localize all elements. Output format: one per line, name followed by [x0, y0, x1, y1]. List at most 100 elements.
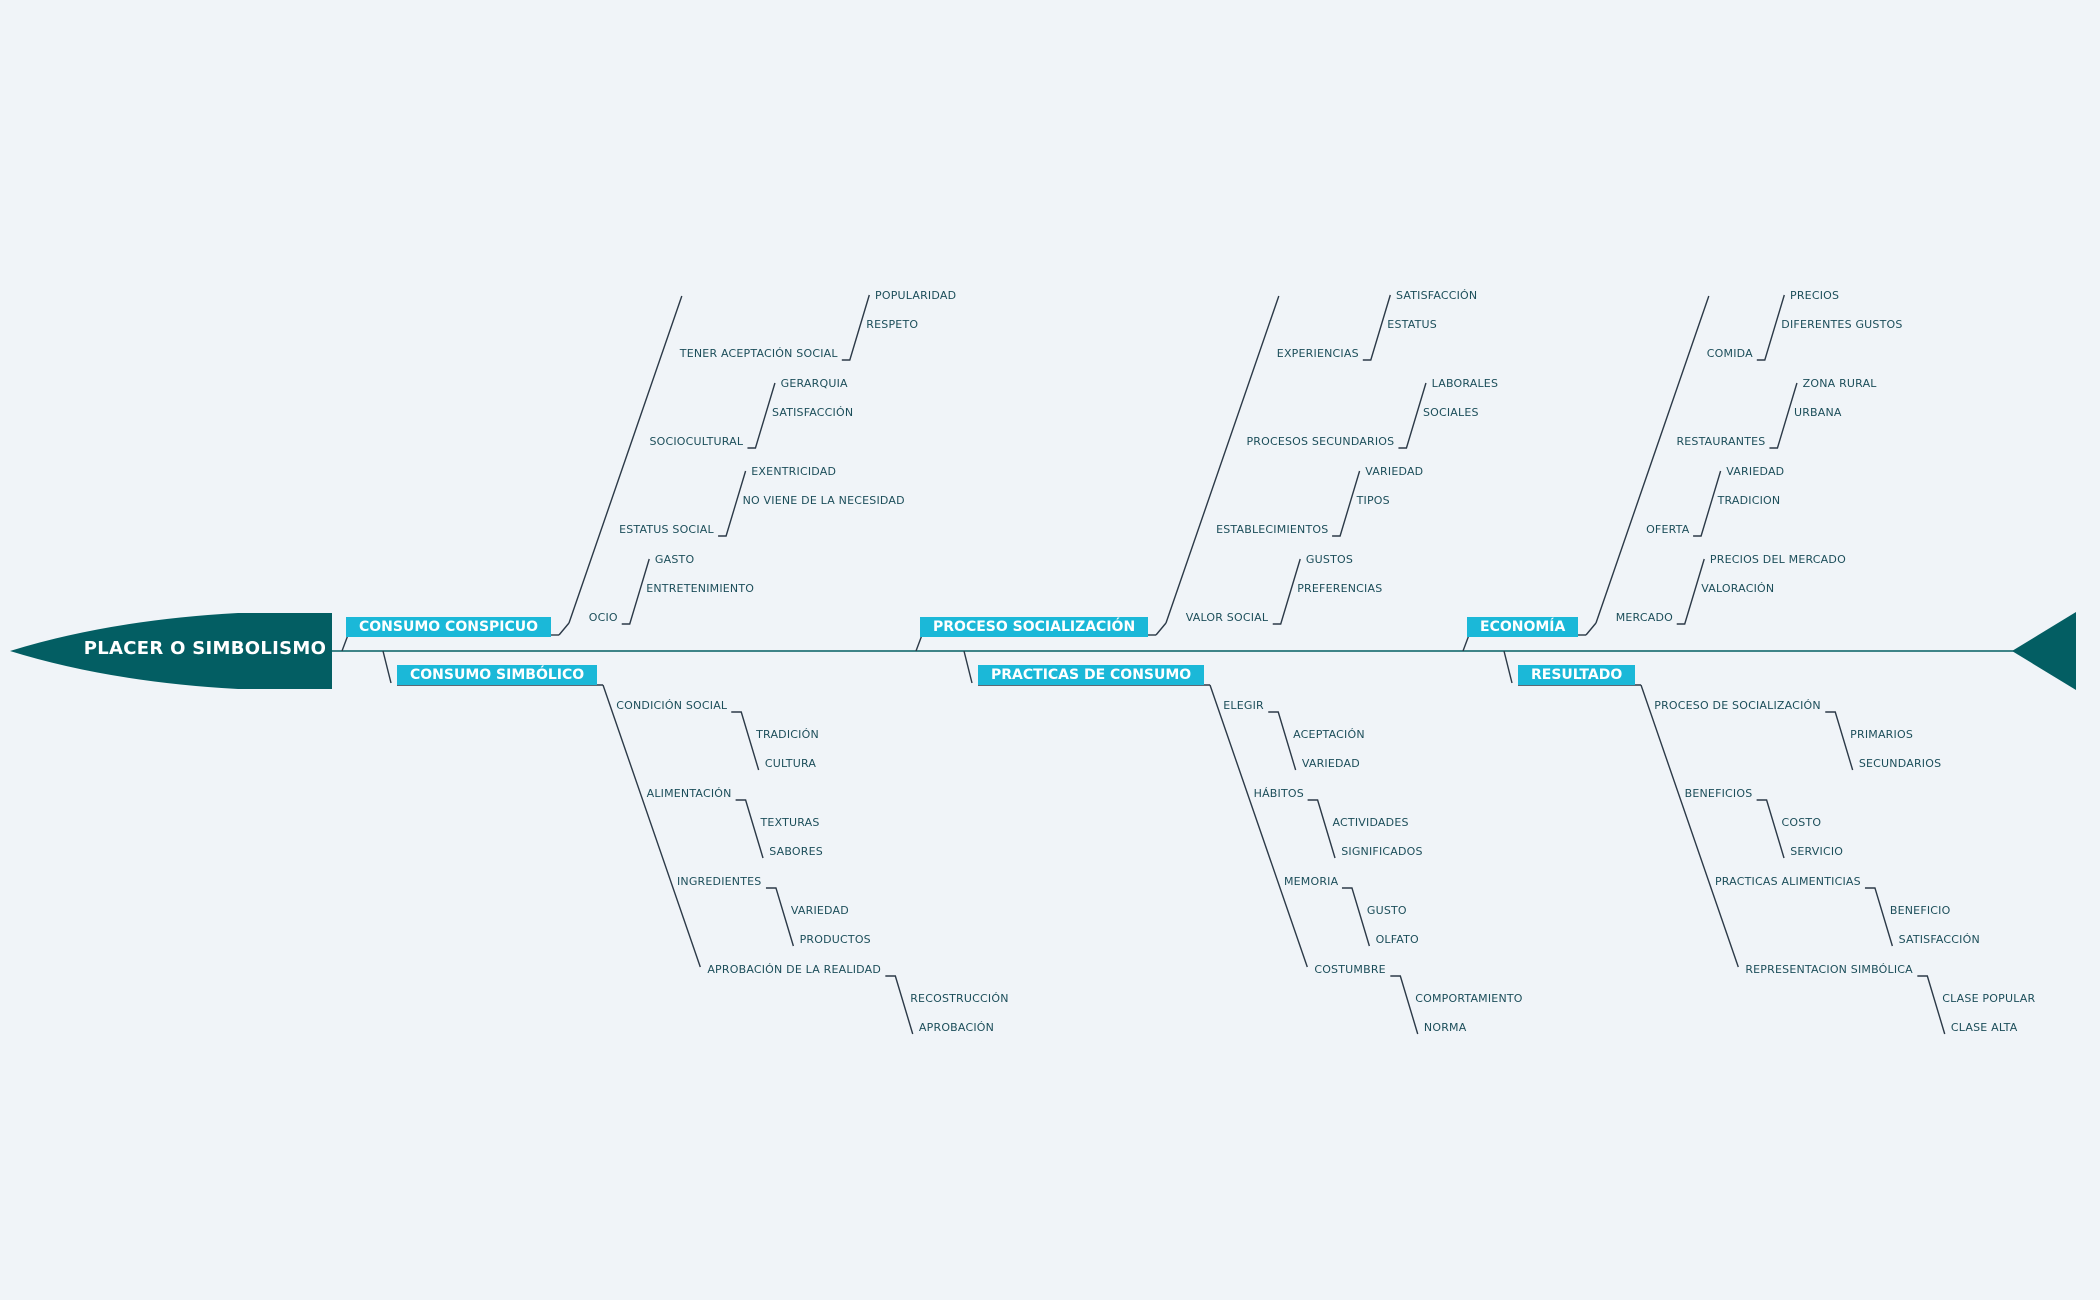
sub-cause-label: SATISFACCIÓN [1898, 933, 1980, 946]
sub-cause-label: RESPETO [866, 318, 919, 331]
sub-cause-label: VARIEDAD [1365, 465, 1424, 478]
sub-cause-label: RECOSTRUCCIÓN [910, 992, 1009, 1005]
cause-label: HÁBITOS [1253, 787, 1304, 800]
cause-label: REPRESENTACION SIMBÓLICA [1745, 963, 1913, 976]
cause-label: PROCESOS SECUNDARIOS [1246, 435, 1395, 448]
cause-label: APROBACIÓN DE LA REALIDAD [707, 963, 882, 976]
minor-bone [1756, 799, 1785, 859]
minor-bone [1362, 294, 1391, 361]
minor-bone [735, 799, 764, 859]
minor-bone [1917, 975, 1946, 1035]
cause-label: RESTAURANTES [1676, 435, 1766, 448]
cause-label: ESTATUS SOCIAL [619, 523, 714, 536]
sub-cause-label: VARIEDAD [1726, 465, 1785, 478]
sub-cause-label: VALORACIÓN [1701, 582, 1775, 595]
branch-tick [915, 634, 923, 652]
sub-cause-label: VARIEDAD [790, 904, 849, 917]
minor-bone [1864, 887, 1894, 947]
sub-cause-label: PRECIOS DEL MERCADO [1709, 553, 1846, 566]
branch-tick [1503, 650, 1513, 684]
major-bone [602, 684, 701, 968]
category-label: CONSUMO CONSPICUO [346, 617, 552, 637]
minor-bone [747, 382, 776, 449]
sub-cause-label: CLASE ALTA [1950, 1021, 2018, 1034]
sub-cause-label: OLFATO [1375, 933, 1419, 946]
fish-tail [2012, 612, 2076, 690]
major-bone [1209, 684, 1308, 968]
sub-cause-label: PRIMARIOS [1850, 728, 1914, 741]
sub-cause-label: SIGNIFICADOS [1341, 845, 1423, 858]
minor-bone [1756, 294, 1785, 361]
sub-cause-label: TEXTURAS [760, 816, 820, 829]
sub-cause-label: APROBACIÓN [918, 1021, 995, 1034]
sub-cause-label: NORMA [1423, 1021, 1467, 1034]
minor-bone [841, 294, 870, 361]
sub-cause-label: VARIEDAD [1301, 757, 1360, 770]
branch-tick [341, 634, 349, 652]
category-label: ECONOMÍA [1467, 617, 1579, 637]
minor-bone [731, 711, 760, 771]
major-bone [1585, 622, 1597, 636]
minor-bone [1268, 711, 1297, 771]
cause-label: SOCIOCULTURAL [649, 435, 744, 448]
cause-label: PROCESO DE SOCIALIZACIÓN [1654, 699, 1821, 712]
minor-bone [1398, 382, 1427, 449]
minor-bone [621, 558, 650, 625]
sub-cause-label: CULTURA [764, 757, 817, 770]
sub-cause-label: PRODUCTOS [799, 933, 871, 946]
minor-bone [718, 470, 747, 537]
cause-label: BENEFICIOS [1684, 787, 1753, 800]
head-label: PLACER O SIMBOLISMO [83, 638, 327, 659]
category-label: PROCESO SOCIALIZACIÓN [920, 617, 1149, 637]
cause-label: TENER ACEPTACIÓN SOCIAL [679, 347, 838, 360]
major-bone [1640, 684, 1739, 968]
cause-label: MERCADO [1615, 611, 1673, 624]
cause-label: VALOR SOCIAL [1185, 611, 1269, 624]
cause-label: COMIDA [1706, 347, 1753, 360]
sub-cause-label: SABORES [769, 845, 823, 858]
branch-tick [1462, 634, 1470, 652]
sub-cause-label: GUSTOS [1305, 553, 1354, 566]
sub-cause-label: ENTRETENIMIENTO [646, 582, 755, 595]
minor-bone [1332, 470, 1361, 537]
sub-cause-label: COSTO [1781, 816, 1822, 829]
major-bone [568, 295, 683, 624]
major-bone [558, 622, 570, 636]
sub-cause-label: ESTATUS [1387, 318, 1437, 331]
sub-cause-label: TRADICIÓN [756, 728, 819, 741]
minor-bone [1676, 558, 1705, 625]
cause-label: ELEGIR [1223, 699, 1264, 712]
sub-cause-label: URBANA [1793, 406, 1842, 419]
sub-cause-label: ACEPTACIÓN [1293, 728, 1365, 741]
cause-label: OFERTA [1646, 523, 1690, 536]
sub-cause-label: ZONA RURAL [1802, 377, 1877, 390]
minor-bone [1825, 711, 1854, 771]
sub-cause-label: SOCIALES [1422, 406, 1479, 419]
category-label: RESULTADO [1518, 665, 1636, 685]
sub-cause-label: COMPORTAMIENTO [1415, 992, 1523, 1005]
sub-cause-label: BENEFICIO [1889, 904, 1951, 917]
sub-cause-label: GASTO [654, 553, 695, 566]
minor-bone [1272, 558, 1301, 625]
cause-label: EXPERIENCIAS [1276, 347, 1359, 360]
cause-label: COSTUMBRE [1314, 963, 1386, 976]
minor-bone [885, 975, 914, 1035]
sub-cause-label: CLASE POPULAR [1942, 992, 2036, 1005]
fish-head [10, 613, 332, 689]
category-label: CONSUMO SIMBÓLICO [397, 665, 598, 685]
sub-cause-label: GERARQUIA [780, 377, 848, 390]
sub-cause-label: DIFERENTES GUSTOS [1781, 318, 1903, 331]
cause-label: PRACTICAS ALIMENTICIAS [1714, 875, 1861, 888]
minor-bone [1693, 470, 1722, 537]
major-bone [1595, 295, 1710, 624]
branch-tick [382, 650, 392, 684]
cause-label: ALIMENTACIÓN [646, 787, 732, 800]
cause-label: OCIO [588, 611, 618, 624]
sub-cause-label: PREFERENCIAS [1297, 582, 1383, 595]
sub-cause-label: SATISFACCIÓN [1396, 289, 1478, 302]
branch-lines [341, 294, 1946, 1035]
minor-bone [765, 887, 795, 947]
cause-label: CONDICIÓN SOCIAL [616, 699, 728, 712]
